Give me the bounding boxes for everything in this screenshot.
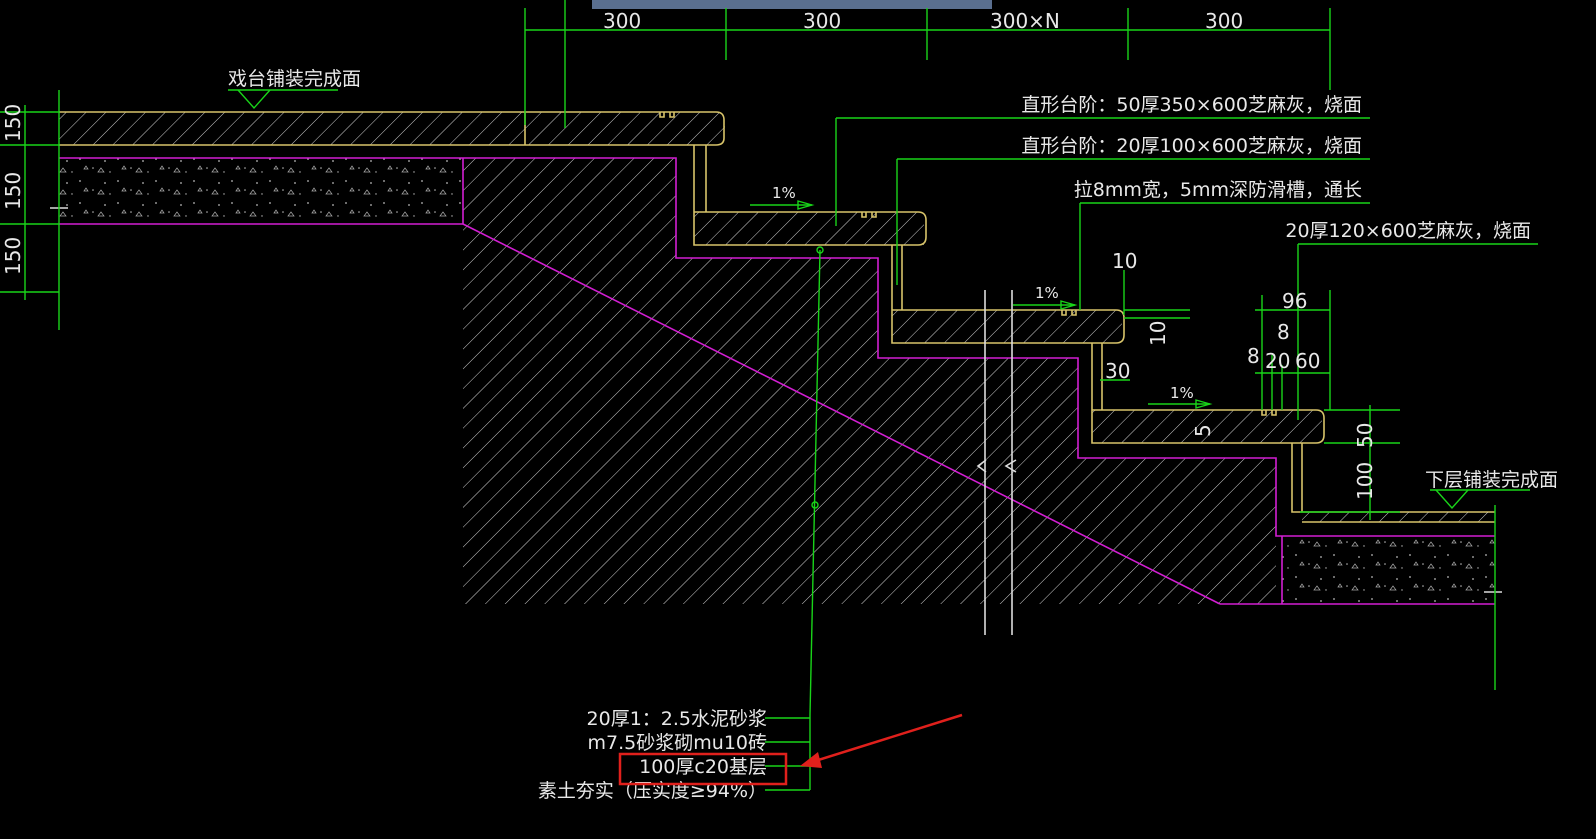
dim-50: 50 <box>1353 423 1377 448</box>
note-step-50: 直形台阶：50厚350×600芝麻灰，烧面 <box>1021 94 1362 116</box>
dim-8-a: 8 <box>1277 320 1290 344</box>
note-step-20: 直形台阶：20厚100×600芝麻灰，烧面 <box>1021 135 1362 157</box>
note-step-120: 20厚120×600芝麻灰，烧面 <box>1285 220 1531 242</box>
concrete-right <box>1282 536 1495 604</box>
note-groove: 拉8mm宽，5mm深防滑槽，通长 <box>1074 179 1362 201</box>
detail-dimensions: 10 10 96 8 8 20 60 30 5 50 100 <box>1105 249 1377 500</box>
dimension-lines <box>0 0 1538 791</box>
masonry-body <box>463 158 1276 604</box>
left-dim-3: 150 <box>1 237 25 275</box>
layer-brick: m7.5砂浆砌mu10砖 <box>588 732 767 754</box>
layer-soil: 素土夯实（压实度≥94%） <box>538 780 767 802</box>
slope-2: 1% <box>1035 284 1059 302</box>
dim-100: 100 <box>1353 462 1377 500</box>
boundary-lines <box>59 157 1495 605</box>
stone-layers <box>59 111 1495 523</box>
dim-30: 30 <box>1105 359 1130 383</box>
dim-60: 60 <box>1295 349 1320 373</box>
top-dim-2: 300 <box>803 9 841 33</box>
slope-1: 1% <box>772 184 796 202</box>
top-dim-3: 300×N <box>990 9 1060 33</box>
layer-mortar: 20厚1：2.5水泥砂浆 <box>587 708 767 730</box>
dim-8-b: 8 <box>1247 344 1260 368</box>
dim-10-a: 10 <box>1112 249 1137 273</box>
red-arrow-icon <box>800 713 963 768</box>
top-dim-4: 300 <box>1205 9 1243 33</box>
dim-96: 96 <box>1282 289 1307 313</box>
slope-labels: 1% 1% 1% <box>772 184 1194 402</box>
top-dim-1: 300 <box>603 9 641 33</box>
concrete-left <box>59 158 463 224</box>
layer-labels: 20厚1：2.5水泥砂浆 m7.5砂浆砌mu10砖 100厚c20基层 素土夯实… <box>538 708 767 802</box>
dim-10-b: 10 <box>1146 321 1170 346</box>
callout-notes: 直形台阶：50厚350×600芝麻灰，烧面 直形台阶：20厚100×600芝麻灰… <box>1021 94 1531 242</box>
dim-5: 5 <box>1191 424 1215 437</box>
top-bar <box>592 0 992 9</box>
slope-3: 1% <box>1170 384 1194 402</box>
layer-base: 100厚c20基层 <box>639 756 767 778</box>
stage-finish-label: 戏台铺装完成面 <box>228 68 361 90</box>
highlight-box <box>618 752 788 786</box>
top-dimensions: 300 300 300×N 300 <box>603 9 1243 33</box>
left-dim-2: 150 <box>1 172 25 210</box>
dim-20: 20 <box>1265 349 1290 373</box>
left-dimensions: 150 150 150 <box>1 104 25 275</box>
lower-finish-label: 下层铺装完成面 <box>1425 469 1558 491</box>
left-dim-1: 150 <box>1 104 25 142</box>
